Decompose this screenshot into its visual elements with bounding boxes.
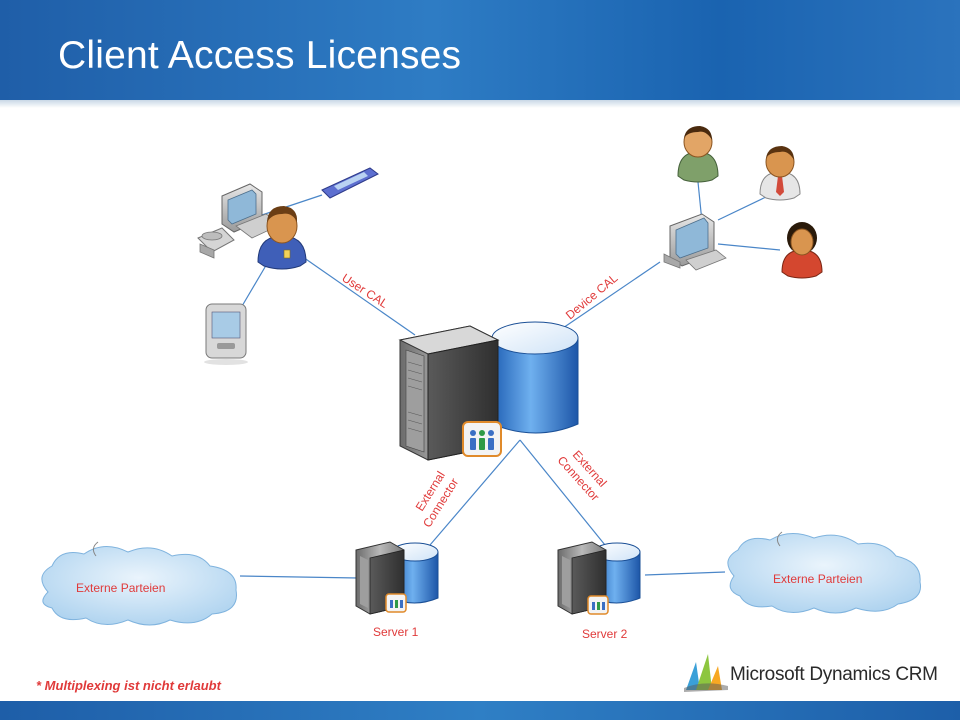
device-cal-label: Device CAL <box>563 271 621 323</box>
cloud-right-label: Externe Parteien <box>773 572 862 586</box>
line-user2 <box>717 195 769 221</box>
slide-title: Client Access Licenses <box>58 34 462 77</box>
ext-connector-left-label: External Connector <box>413 469 462 530</box>
dynamics-crm-logo: Microsoft Dynamics CRM <box>682 650 942 694</box>
central-crm-server <box>398 321 579 461</box>
multiplexing-note: * Multiplexing ist nicht erlaubt <box>36 678 221 693</box>
server-1-label: Server 1 <box>373 625 419 639</box>
cloud-left: Externe Parteien <box>41 541 237 626</box>
device-user-3-icon <box>781 222 823 279</box>
line-ext-right <box>519 439 606 546</box>
line-cloud-right <box>644 571 726 576</box>
header-shadow <box>0 100 960 108</box>
line-user-cal <box>299 254 416 336</box>
cloud-left-label: Externe Parteien <box>76 581 165 595</box>
line-user3 <box>717 243 781 251</box>
line-ext-left <box>429 439 521 546</box>
server-2-label: Server 2 <box>582 627 628 641</box>
user-icon-cal <box>257 206 307 270</box>
ext-connector-right-label: External Connector <box>555 448 610 504</box>
footer-bar <box>0 701 960 720</box>
line-device-cal <box>559 261 661 331</box>
dynamics-logo-text: Microsoft Dynamics CRM <box>730 664 938 685</box>
server-2-icon <box>557 541 641 615</box>
device-workstation-icon <box>663 213 727 271</box>
desk-phone-icon <box>197 227 235 259</box>
pda-icon <box>204 303 248 365</box>
line-cloud-left <box>239 575 359 579</box>
server-1-icon <box>355 541 439 615</box>
device-user-1-icon <box>677 126 719 183</box>
slide-header <box>0 0 960 100</box>
dynamics-logo-icon <box>684 654 728 692</box>
mobile-phone-icon <box>321 167 379 199</box>
device-user-2-icon <box>759 146 801 201</box>
cloud-right: Externe Parteien <box>727 531 922 614</box>
user-cal-label: User CAL <box>339 271 391 311</box>
